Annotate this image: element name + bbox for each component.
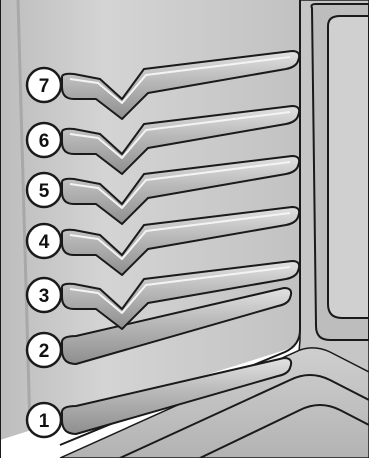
level-badge-circle — [25, 121, 63, 159]
level-number: 5 — [39, 181, 50, 202]
wall-corner-edge — [59, 0, 301, 446]
level-badges: 1 2 3 4 5 6 7 — [25, 66, 63, 439]
level-badge-circle — [25, 222, 63, 260]
level-number: 1 — [39, 411, 50, 432]
shelf-rail-highlight — [69, 266, 291, 314]
level-badge-circle — [25, 276, 63, 314]
shelf-rail-level-1 — [61, 357, 293, 435]
shelf-rail-highlight — [69, 111, 291, 159]
level-badge-3: 3 — [25, 276, 63, 314]
level-number: 7 — [39, 76, 50, 97]
level-badge-circle — [25, 331, 63, 369]
level-badge-circle — [25, 171, 63, 209]
floor-front-edge — [199, 404, 369, 458]
level-badge-circle — [25, 401, 63, 439]
level-badge-6: 6 — [25, 121, 63, 159]
back-wall-panel — [327, 15, 369, 319]
level-badge-1: 1 — [25, 401, 63, 439]
shelf-rail-highlight — [69, 212, 291, 260]
level-badge-4: 4 — [25, 222, 63, 260]
level-number: 6 — [39, 131, 50, 152]
level-badge-7: 7 — [25, 66, 63, 104]
shelf-rails — [61, 50, 301, 435]
level-number: 4 — [39, 232, 50, 253]
level-badge-5: 5 — [25, 171, 63, 209]
shelf-rail-highlight — [69, 56, 291, 104]
shelf-rail-level-2 — [61, 287, 293, 365]
level-badge-circle — [25, 66, 63, 104]
level-badge-2: 2 — [25, 331, 63, 369]
cavity-floor — [59, 347, 369, 458]
level-number: 3 — [39, 286, 50, 307]
floor-inner-edge — [119, 374, 369, 458]
shelf-rail-highlight — [69, 161, 291, 209]
level-number: 2 — [39, 341, 50, 362]
side-wall — [0, 0, 300, 440]
